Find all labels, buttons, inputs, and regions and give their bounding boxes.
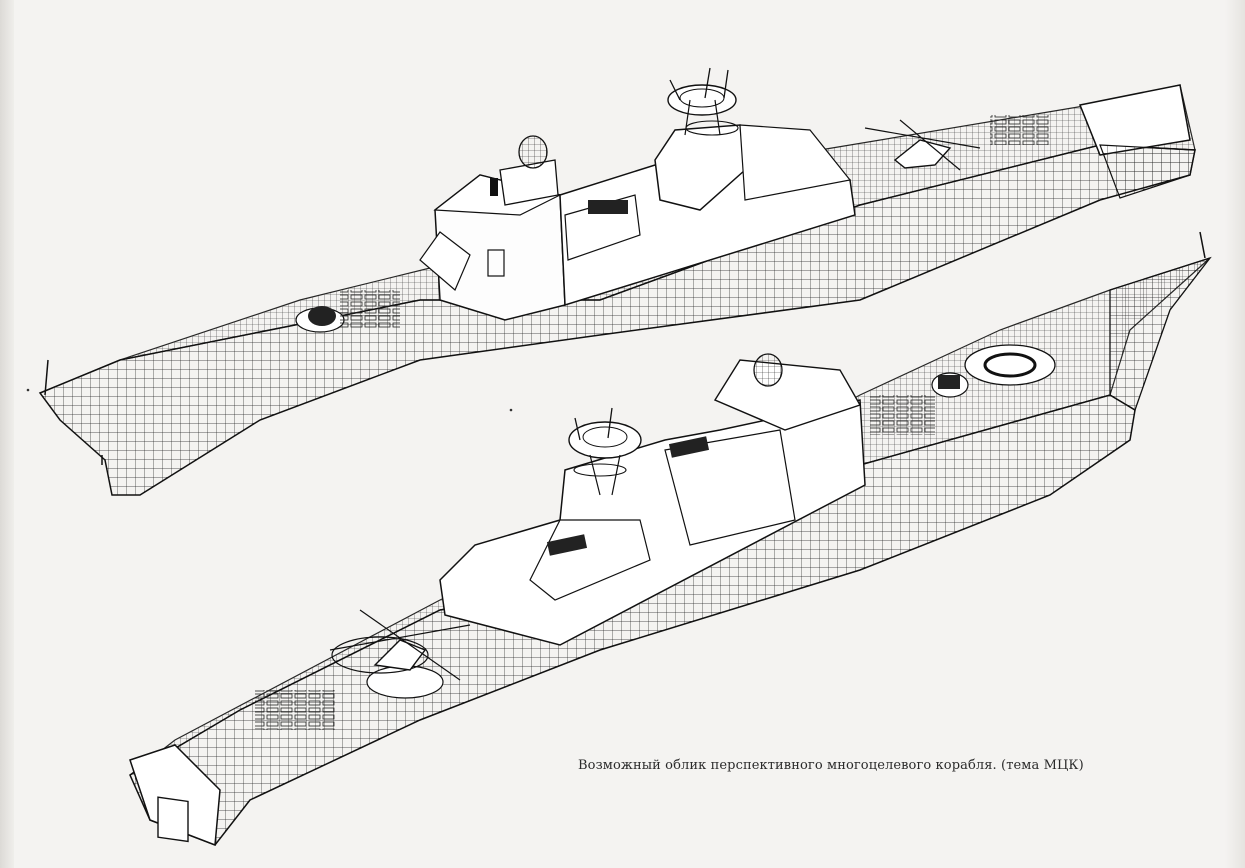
lower-stern bbox=[129, 744, 221, 847]
scan-shadow-right bbox=[1225, 0, 1245, 868]
scan-paper-edge bbox=[0, 0, 14, 868]
ship-upper bbox=[38, 67, 1196, 496]
upper-stern-block bbox=[1078, 84, 1191, 156]
ship-lower bbox=[129, 231, 1212, 847]
lower-helicopter bbox=[329, 609, 471, 681]
figure-caption: Возможный облик перспективного многоцеле… bbox=[578, 758, 1084, 773]
upper-helicopter bbox=[864, 119, 981, 171]
